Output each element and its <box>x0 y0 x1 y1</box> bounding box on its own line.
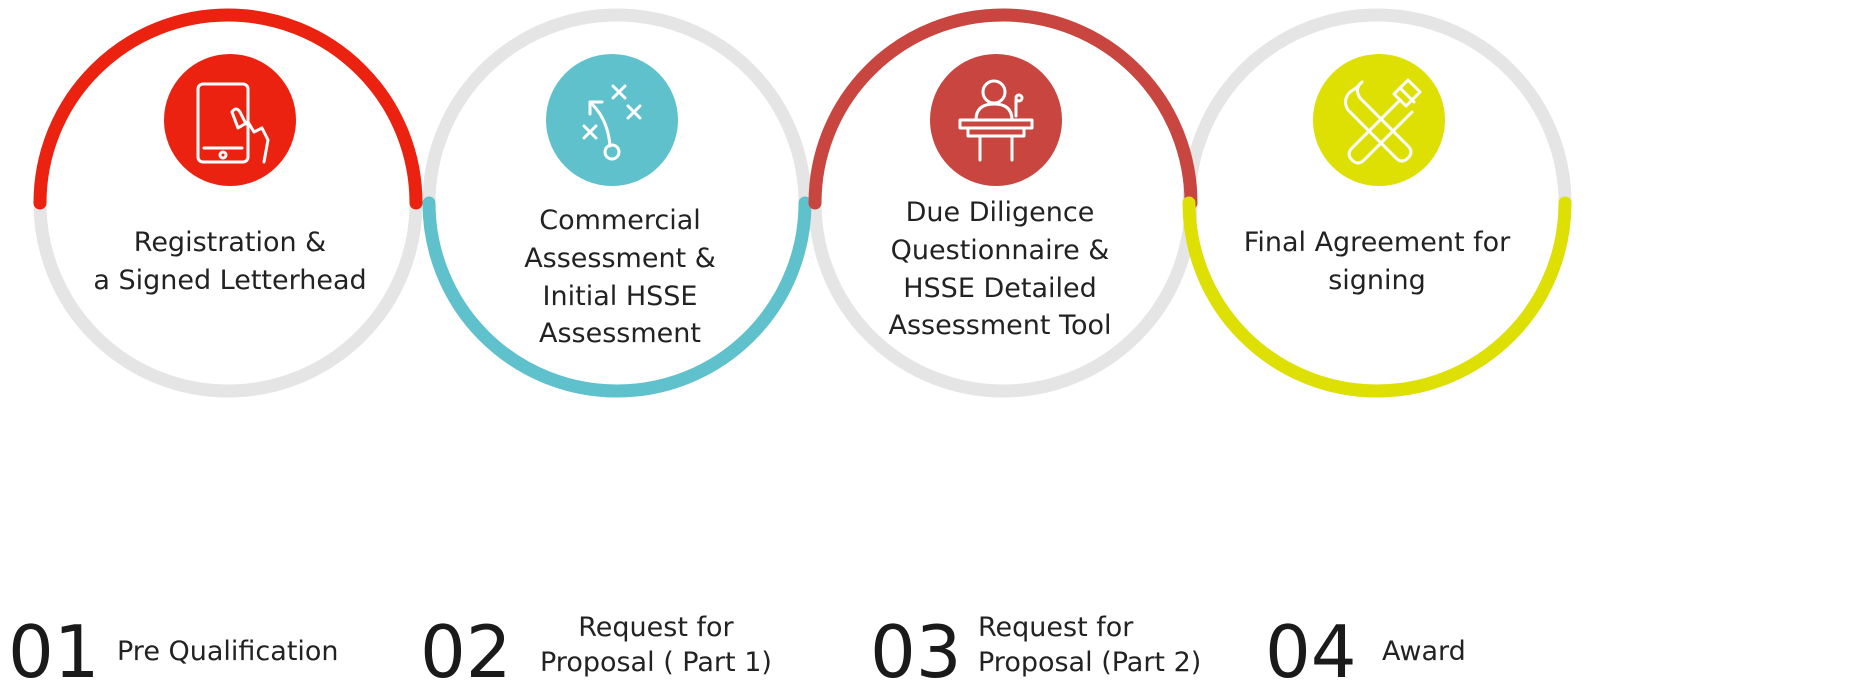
step-4-line-1: Award <box>1382 636 1466 667</box>
circle-2-line-4: Assessment <box>539 318 701 350</box>
circle-3-line-2: Questionnaire & <box>890 234 1110 266</box>
ring-1-arc <box>33 8 423 210</box>
icon-disc-2 <box>546 54 678 186</box>
step-2-label: Request for Proposal ( Part 1) <box>540 610 772 680</box>
ring-2-arc <box>422 196 812 398</box>
circle-2-line-2: Assessment & <box>524 242 716 274</box>
step-2-line-2: Proposal ( Part 1) <box>540 647 772 679</box>
circle-3-line-1: Due Diligence <box>905 197 1095 228</box>
circle-4-line-1: Final Agreement for <box>1243 227 1511 258</box>
tablet-touch-icon <box>196 82 270 164</box>
step-1-label: Pre Qualification <box>117 634 339 669</box>
circle-4-text: Final Agreement for signing <box>1227 224 1527 300</box>
circle-3-line-4: Assessment Tool <box>888 310 1112 342</box>
speaker-podium-icon <box>958 79 1034 162</box>
step-3-line-2: Proposal (Part 2) <box>978 647 1202 679</box>
circle-3-text: Due Diligence Questionnaire & HSSE Detai… <box>850 194 1150 345</box>
step-2-line-1: Request for <box>578 612 734 643</box>
step-3-line-1: Request for <box>978 612 1134 643</box>
circle-2-line-3: Initial HSSE <box>542 280 698 312</box>
ring-4-arc <box>1182 196 1572 398</box>
icon-disc-1 <box>164 54 296 186</box>
circle-3-line-3: HSSE Detailed <box>903 272 1097 304</box>
step-1-number: 01 <box>8 610 100 694</box>
circle-1-line-2: a Signed Letterhead <box>93 264 367 296</box>
step-2-number: 02 <box>420 610 512 694</box>
circle-1-text: Registration & a Signed Letterhead <box>80 224 380 300</box>
wrench-hammer-icon <box>1343 78 1422 165</box>
circle-4-line-2: signing <box>1328 264 1426 296</box>
circle-2-text: Commercial Assessment & Initial HSSE Ass… <box>470 202 770 353</box>
step-4-number: 04 <box>1265 610 1357 694</box>
step-4-label: Award <box>1382 634 1466 669</box>
step-1-line-1: Pre Qualification <box>117 636 339 667</box>
circle-1-line-1: Registration & <box>133 227 327 258</box>
strategy-play-icon <box>582 84 642 161</box>
circle-2-line-1: Commercial <box>539 205 701 236</box>
step-3-label: Request for Proposal (Part 2) <box>978 610 1201 680</box>
step-3-number: 03 <box>870 610 962 694</box>
ring-3-arc <box>808 8 1198 210</box>
